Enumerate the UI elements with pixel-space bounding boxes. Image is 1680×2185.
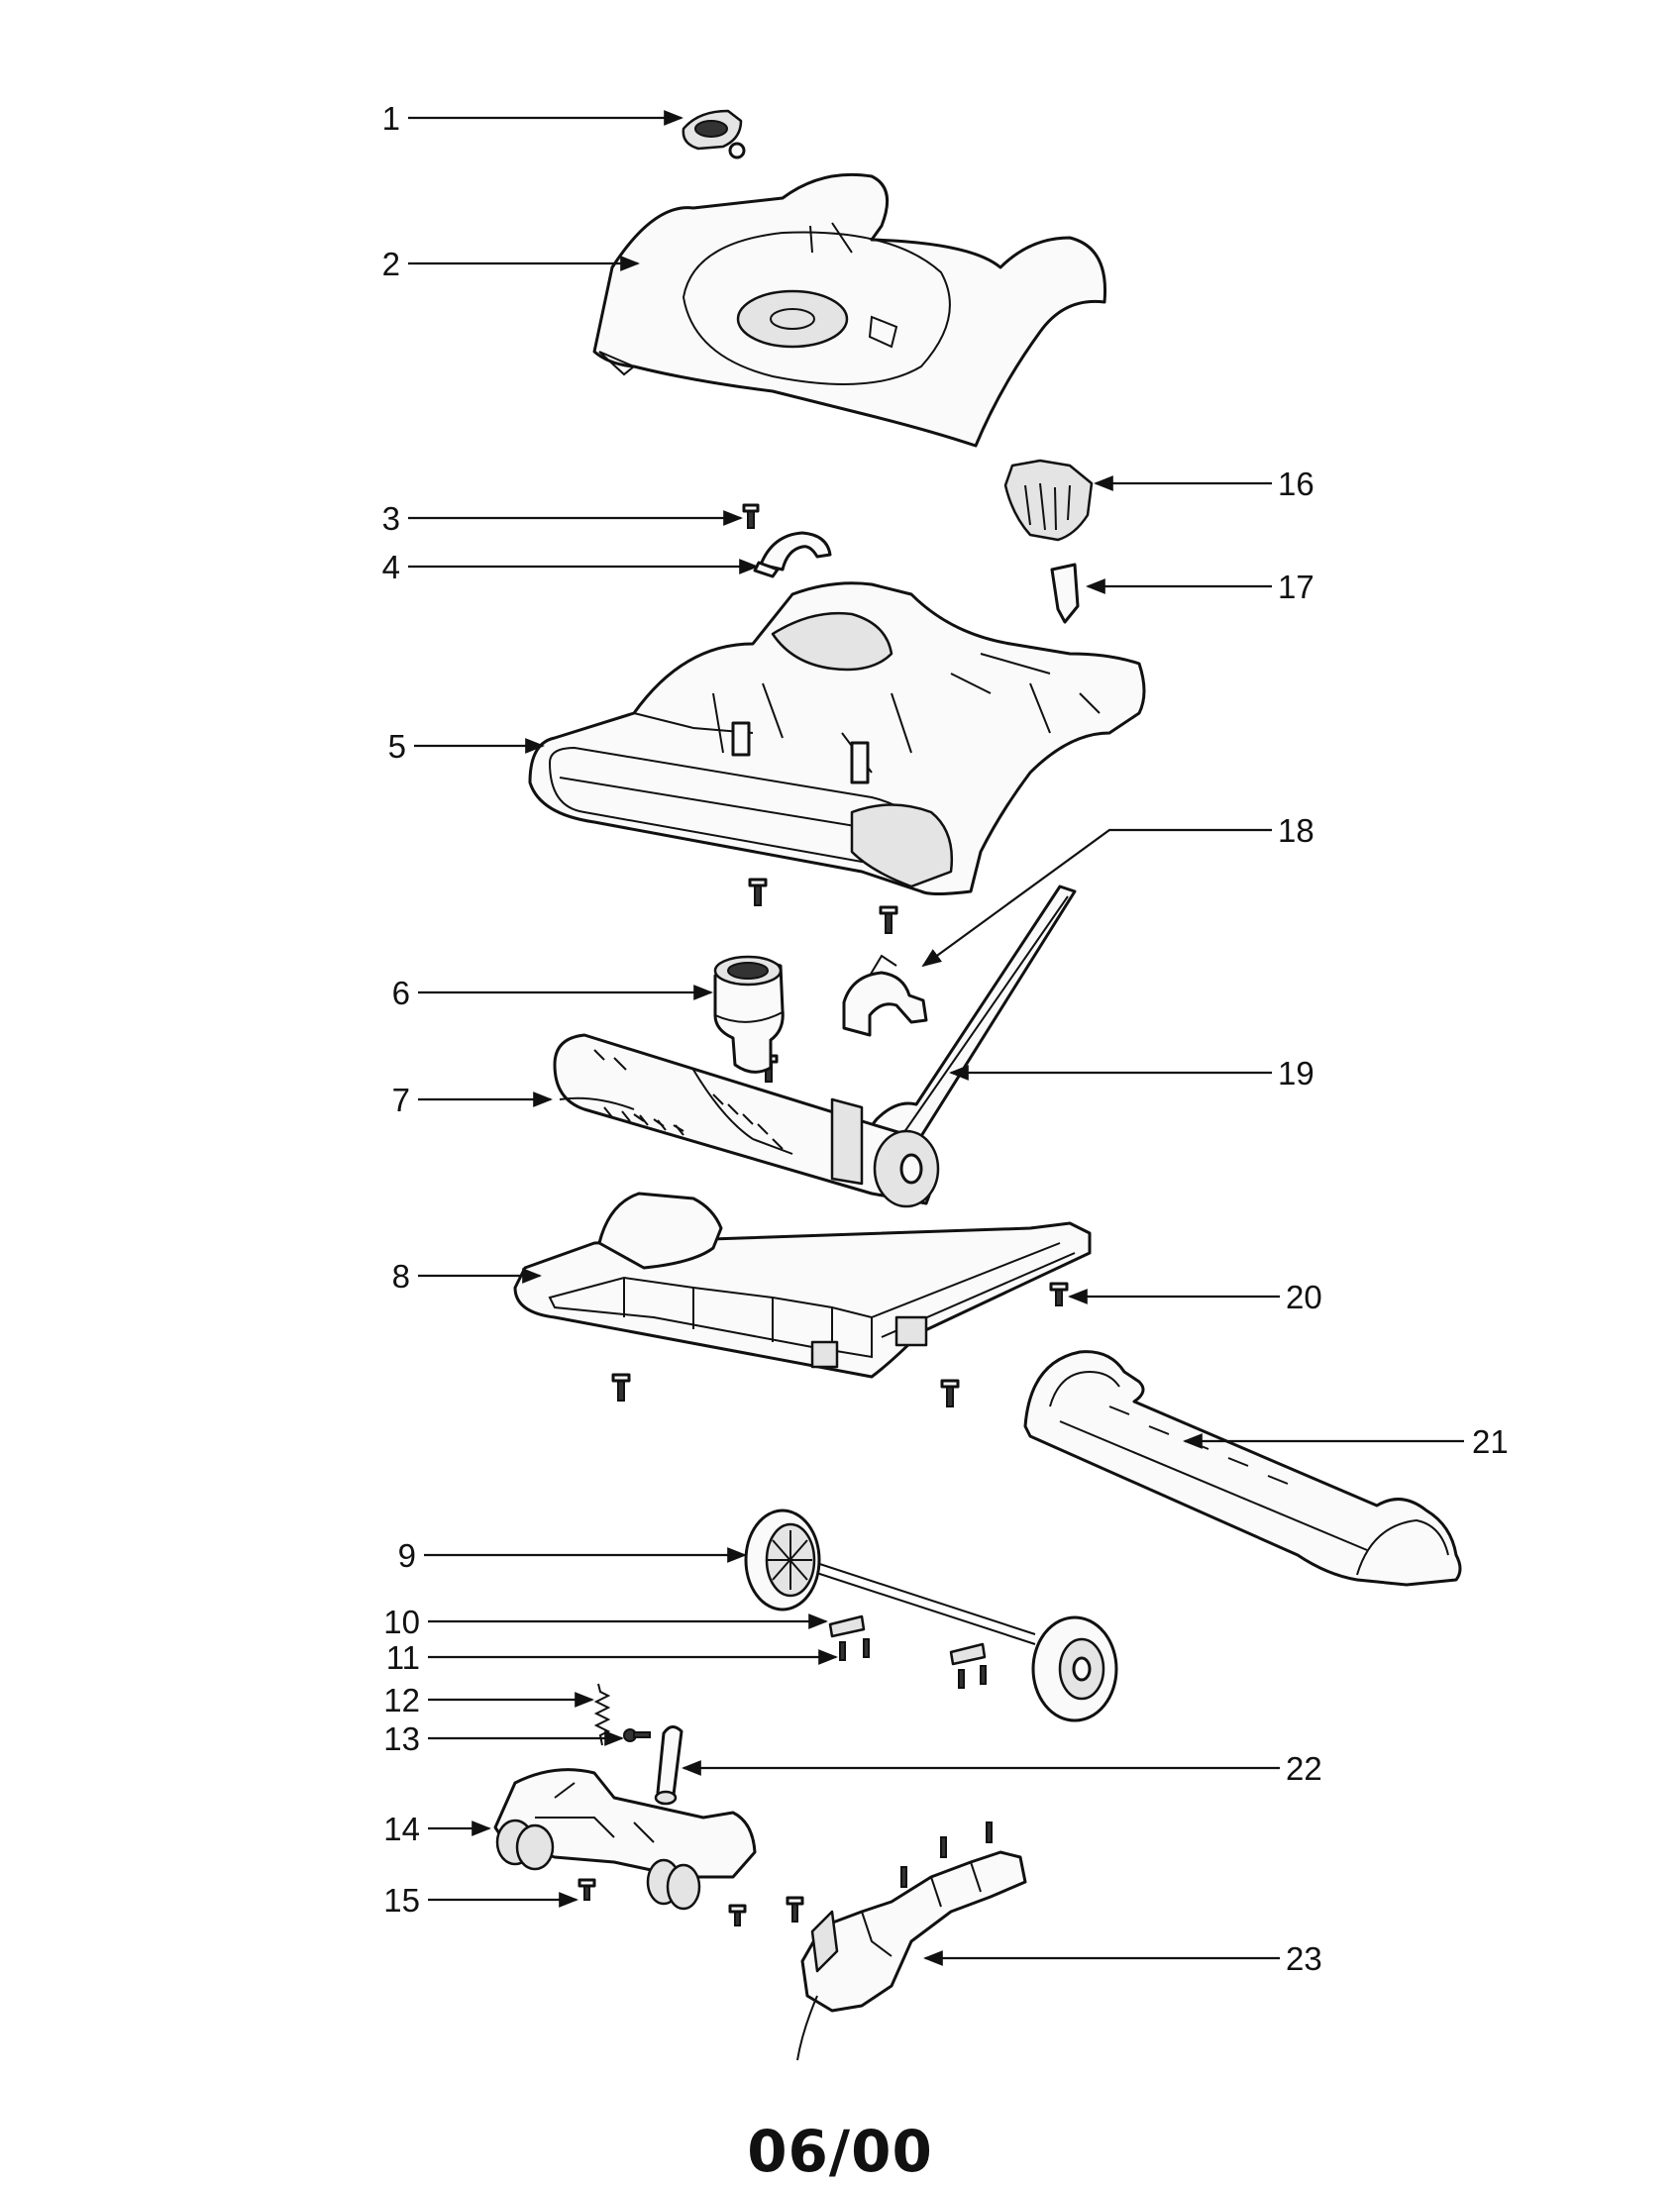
callout-10: 10	[383, 1604, 420, 1640]
part-16-switch	[1003, 459, 1094, 542]
part-5-base-housing	[528, 581, 1146, 895]
part-22-rod	[654, 1725, 683, 1806]
callout-5: 5	[388, 728, 406, 765]
callout-1: 1	[382, 100, 400, 137]
callout-16: 16	[1278, 466, 1314, 502]
part-10-11-brackets	[828, 1614, 987, 1689]
leader-18	[921, 828, 1272, 968]
part-21-rear-housing	[1023, 1350, 1462, 1587]
part-13-screw	[623, 1728, 651, 1742]
part-9-wheel-axle	[744, 1509, 1118, 1722]
callout-3: 3	[382, 500, 400, 537]
callout-12: 12	[383, 1682, 420, 1718]
callout-18: 18	[1278, 812, 1314, 849]
callout-11: 11	[386, 1639, 420, 1676]
callout-7: 7	[392, 1082, 410, 1118]
callout-2: 2	[382, 246, 400, 282]
part-18-clip	[842, 954, 928, 1037]
part-20-screw	[1049, 1282, 1069, 1306]
part-23-motor-assembly	[796, 1821, 1027, 2061]
part-7-brushroll	[553, 1033, 940, 1208]
callout-17: 17	[1278, 569, 1314, 605]
part-14-caster-assembly	[493, 1768, 757, 1911]
callout-8: 8	[392, 1258, 410, 1295]
plate-screws	[611, 1373, 960, 1407]
callout-22: 22	[1286, 1750, 1322, 1787]
callout-4: 4	[382, 549, 400, 585]
callout-19: 19	[1278, 1055, 1314, 1092]
part-2-hood	[592, 172, 1107, 448]
callout-15: 15	[383, 1882, 420, 1919]
part-4-clamp	[753, 531, 832, 578]
part-8-bottom-plate	[513, 1192, 1092, 1379]
part-1-knob	[682, 109, 746, 159]
callout-14: 14	[383, 1811, 420, 1847]
callout-13: 13	[383, 1720, 420, 1757]
callout-21: 21	[1472, 1423, 1509, 1460]
part-12-spring	[593, 1683, 611, 1746]
callout-20: 20	[1286, 1279, 1322, 1315]
part-17-bracket	[1050, 563, 1080, 624]
part-15-screws	[578, 1878, 804, 1926]
leader-lines	[408, 110, 1464, 1966]
callout-labels: 1 2 3 4 5 6 7 8 9 10 11 12 13 14 15 16 1…	[382, 100, 1509, 1977]
part-19-belt	[861, 884, 1077, 1168]
revision-date: 06/00	[747, 2118, 933, 2185]
callout-9: 9	[398, 1537, 416, 1574]
part-6-adapter	[713, 955, 785, 1074]
callout-6: 6	[392, 975, 410, 1011]
callout-23: 23	[1286, 1940, 1322, 1977]
part-3-screw	[742, 503, 760, 529]
